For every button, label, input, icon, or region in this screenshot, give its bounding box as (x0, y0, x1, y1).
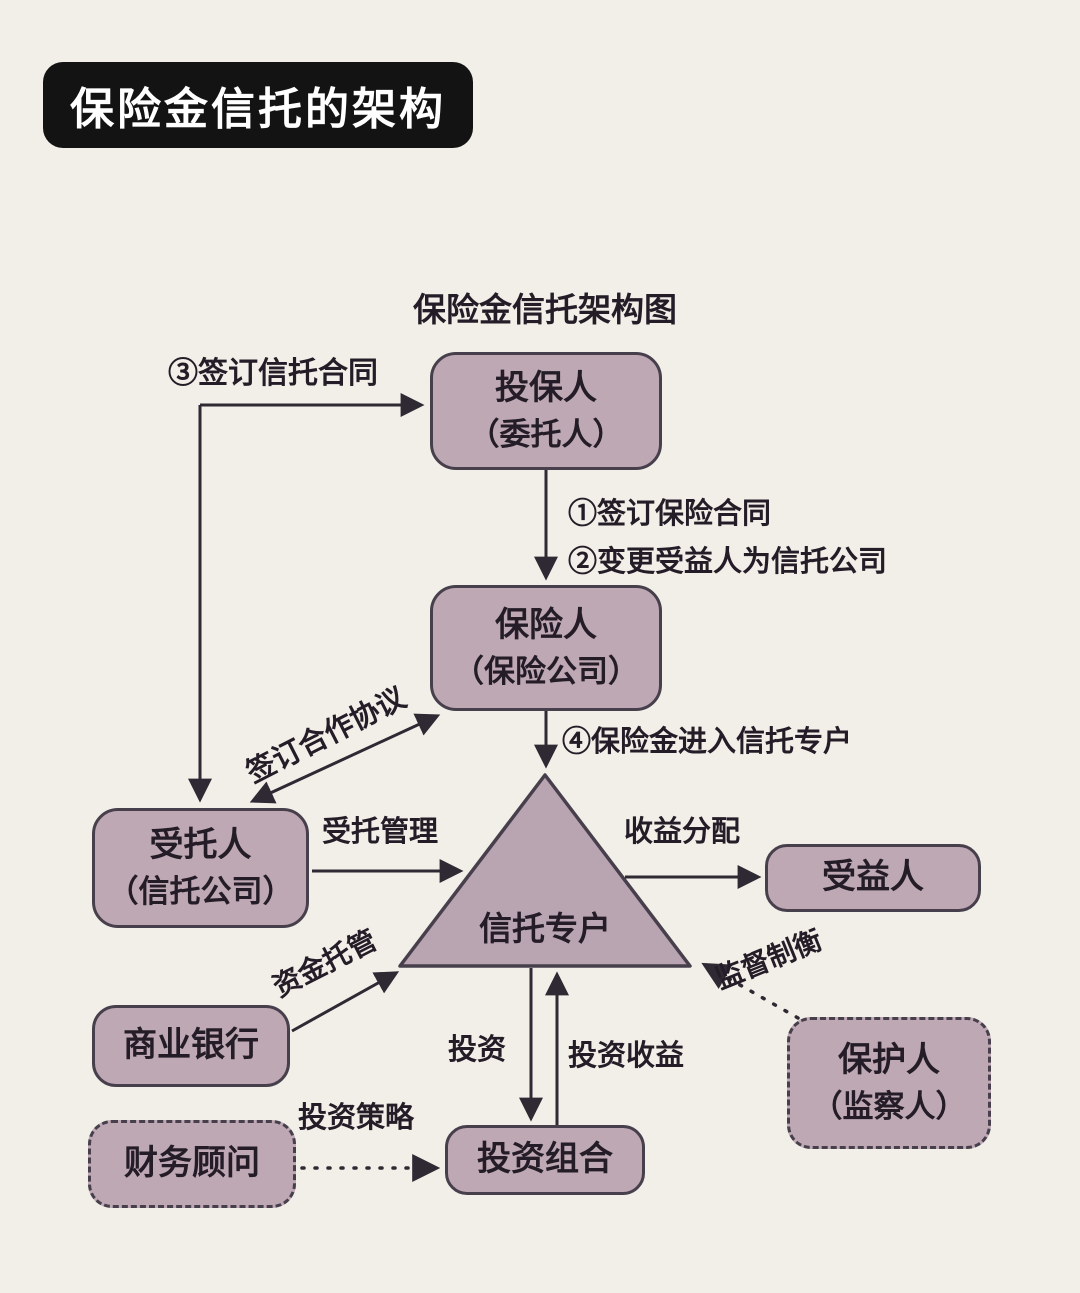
arrow-fund-custody (291, 971, 400, 1033)
node-commercial-bank-label: 商业银行 (123, 1027, 259, 1065)
node-policyholder-sublabel: （委托人） (468, 417, 624, 453)
node-protector-label: 保护人 (838, 1041, 940, 1079)
node-financial-advisor-label: 财务顾问 (124, 1145, 260, 1183)
trust-account-triangle (398, 773, 692, 968)
node-trust-account-label: 信托专户 (479, 912, 611, 948)
edge-label-investment: 投资 (448, 1034, 507, 1066)
edge-label-entrusted-management: 受托管理 (322, 816, 439, 848)
edge-label-sign-insurance-contract: ①签订保险合同 (568, 498, 772, 530)
edge-label-investment-income: 投资收益 (568, 1040, 685, 1072)
node-investment-portfolio: 投资组合 (445, 1125, 645, 1195)
edge-label-investment-strategy: 投资策略 (298, 1102, 415, 1134)
node-protector-sublabel: （监察人） (811, 1089, 967, 1125)
node-insurer-sublabel: （保险公司） (453, 654, 639, 690)
node-policyholder: 投保人 （委托人） (430, 352, 662, 470)
node-trustee-label: 受托人 (149, 826, 252, 864)
page-title-badge: 保险金信托的架构 (43, 62, 473, 148)
edge-label-sign-trust-contract: ③签订信托合同 (168, 357, 378, 390)
node-commercial-bank: 商业银行 (92, 1005, 290, 1087)
arrow-supervision-balance (701, 962, 800, 1020)
diagram-title: 保险金信托架构图 (413, 293, 677, 329)
arrow-cooperation-agreement (249, 713, 441, 804)
edge-label-income-distribution: 收益分配 (624, 816, 741, 848)
node-trustee: 受托人 （信托公司） (92, 808, 309, 928)
edge-label-insurance-money-into-trust: ④保险金进入信托专户 (562, 726, 853, 758)
node-policyholder-label: 投保人 (495, 369, 597, 407)
node-financial-advisor: 财务顾问 (88, 1120, 296, 1208)
page-title: 保险金信托的架构 (70, 85, 446, 134)
node-insurer: 保险人 （保险公司） (430, 585, 662, 711)
node-beneficiary: 受益人 (765, 844, 981, 912)
node-investment-portfolio-label: 投资组合 (477, 1141, 613, 1179)
node-protector: 保护人 （监察人） (787, 1017, 991, 1149)
node-insurer-label: 保险人 (495, 606, 597, 644)
edge-label-change-beneficiary: ②变更受益人为信托公司 (568, 546, 888, 578)
node-beneficiary-label: 受益人 (822, 859, 924, 897)
node-trustee-sublabel: （信托公司） (107, 874, 294, 910)
